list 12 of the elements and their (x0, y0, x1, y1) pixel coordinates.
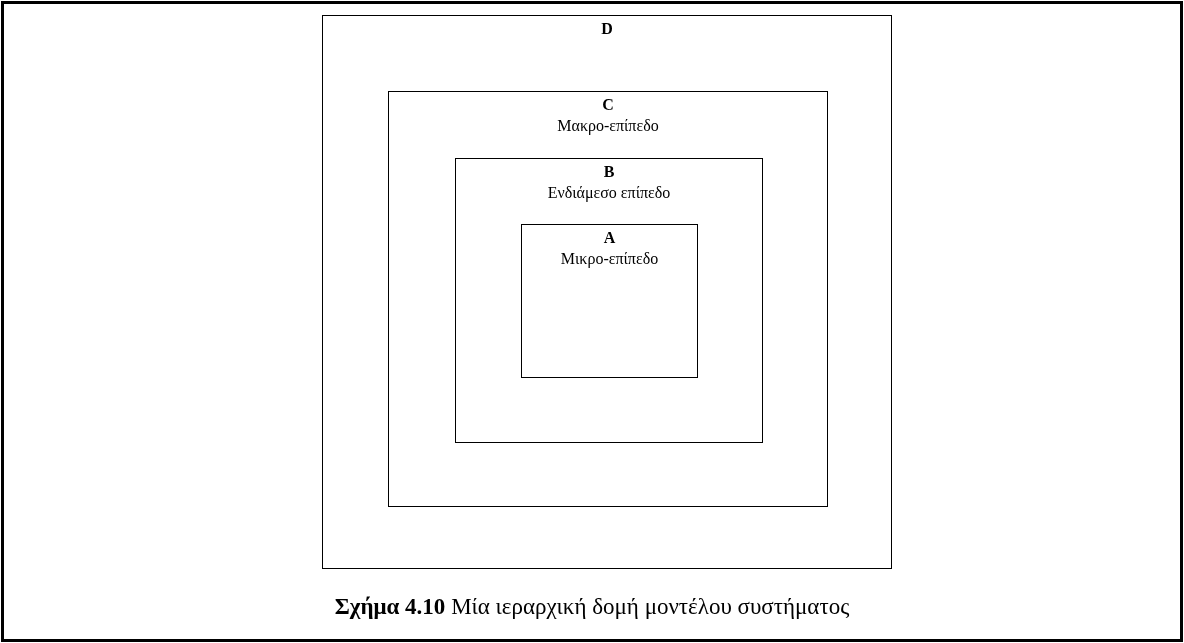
level-letter: B (603, 163, 615, 180)
level-label: Μακρο-επίπεδο (557, 117, 659, 134)
level-box (388, 91, 828, 507)
level-letter: C (602, 96, 614, 113)
figure-caption: Σχήμα 4.10 Μία ιεραρχική δομή μοντέλου συστήματος (334, 594, 850, 620)
level-label: Μικρο-επίπεδο (560, 250, 659, 267)
level-letter: D (601, 20, 613, 37)
level-letter: A (603, 229, 616, 246)
level-box (455, 158, 763, 443)
level-label: Ενδιάμεσο επίπεδο (547, 184, 671, 201)
level-box (322, 15, 892, 569)
level-box (521, 224, 698, 378)
